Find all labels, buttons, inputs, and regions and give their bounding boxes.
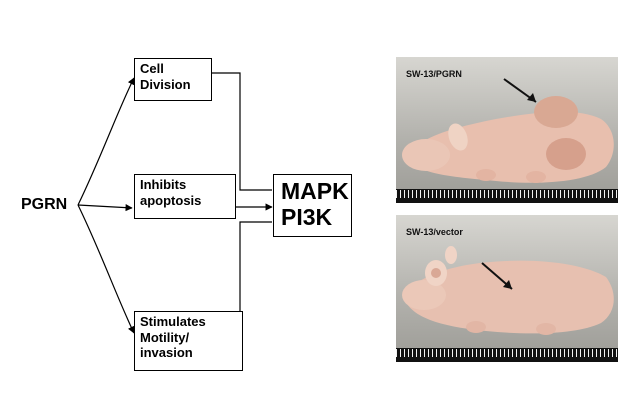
- mouse-illustration-vector: [402, 246, 614, 335]
- photo-label-vector: SW-13/vector: [406, 227, 463, 237]
- pi3k-label: PI3K: [281, 203, 333, 230]
- cell-division-line-1: Cell: [140, 61, 164, 76]
- inhibits-apoptosis-box: Inhibits apoptosis: [134, 174, 236, 219]
- stimulates-motility-box: Stimulates Motility/ invasion: [134, 311, 243, 371]
- stimulates-motility-line-2: Motility/: [140, 329, 190, 345]
- cell-division-box: Cell Division: [134, 58, 212, 101]
- inhibits-apoptosis-line-1: Inhibits: [140, 177, 187, 192]
- cell-division-line-2: Division: [140, 76, 191, 92]
- mouse-photo-vector: SW-13/vector: [396, 215, 618, 362]
- mapk-label: MAPK: [281, 178, 349, 204]
- mapk-pi3k-box: MAPK PI3K: [273, 174, 352, 237]
- stimulates-motility-line-3: invasion: [140, 345, 193, 361]
- connector-division-to-target: [212, 72, 272, 191]
- pgrn-label: PGRN: [21, 196, 68, 213]
- ruler-vector: [396, 348, 618, 362]
- stimulates-motility-line-1: Stimulates: [140, 314, 206, 329]
- arrow-to-cell-division: [77, 77, 135, 206]
- mouse-photo-pgrn: SW-13/PGRN: [396, 57, 618, 203]
- connector-motility-to-target: [239, 221, 272, 332]
- photo-label-pgrn: SW-13/PGRN: [406, 69, 462, 79]
- ruler-pgrn: [396, 189, 618, 203]
- inhibits-apoptosis-line-2: apoptosis: [140, 192, 202, 208]
- mouse-illustration-pgrn: [402, 78, 614, 183]
- arrow-to-stimulates-motility: [77, 204, 135, 334]
- arrow-to-inhibits-apoptosis: [77, 204, 133, 212]
